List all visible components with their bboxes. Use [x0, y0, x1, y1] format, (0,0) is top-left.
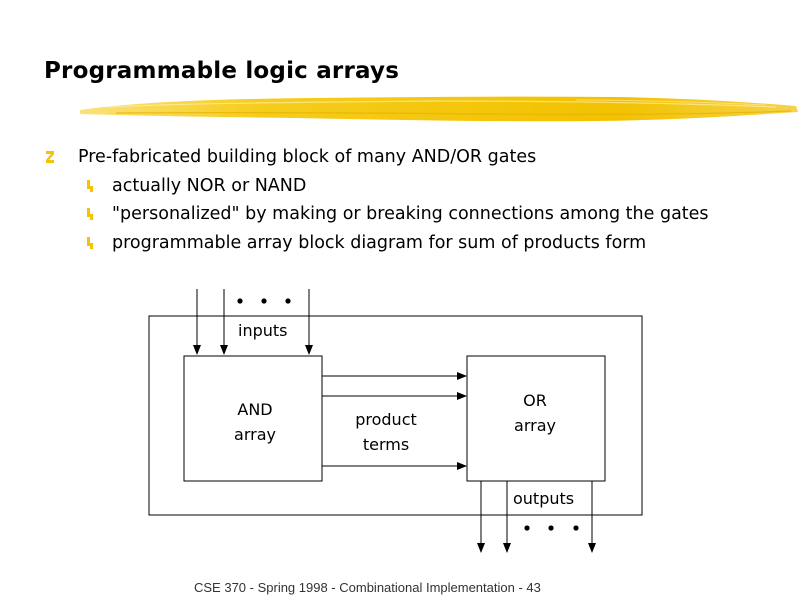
z-bullet-icon — [46, 151, 54, 163]
outputs-label: outputs — [513, 489, 574, 508]
y-bullet-icon — [87, 180, 93, 192]
ellipsis-dot — [237, 298, 243, 304]
ellipsis-dot — [285, 298, 291, 304]
or-array-box — [466, 355, 606, 482]
product-terms-label-line2: terms — [363, 435, 409, 454]
slide-footer: CSE 370 - Spring 1998 - Combinational Im… — [194, 580, 541, 595]
ellipsis-dot — [573, 525, 579, 531]
sub-bullet-text: "personalized" by making or breaking con… — [112, 204, 709, 224]
sub-bullet-text: actually NOR or NAND — [112, 176, 307, 196]
or-array-label-line1: OR — [523, 391, 547, 410]
and-array-label-line1: AND — [237, 400, 272, 419]
outer-pla-box — [148, 315, 643, 516]
slide-title: Programmable logic arrays — [44, 58, 400, 84]
or-array-label-line2: array — [514, 416, 556, 435]
title-underline-brush — [80, 96, 798, 122]
ellipsis-dot — [524, 525, 530, 531]
ellipsis-dot — [548, 525, 554, 531]
sub-bullet-text: programmable array block diagram for sum… — [112, 233, 647, 253]
y-bullet-icon — [87, 208, 93, 220]
and-array-box — [183, 355, 323, 482]
y-bullet-icon — [87, 237, 93, 249]
bullet-text: Pre-fabricated building block of many AN… — [78, 147, 537, 167]
and-array-label-line2: array — [234, 425, 276, 444]
product-terms-label-line1: product — [355, 410, 417, 429]
inputs-label: inputs — [238, 321, 288, 340]
ellipsis-dot — [261, 298, 267, 304]
